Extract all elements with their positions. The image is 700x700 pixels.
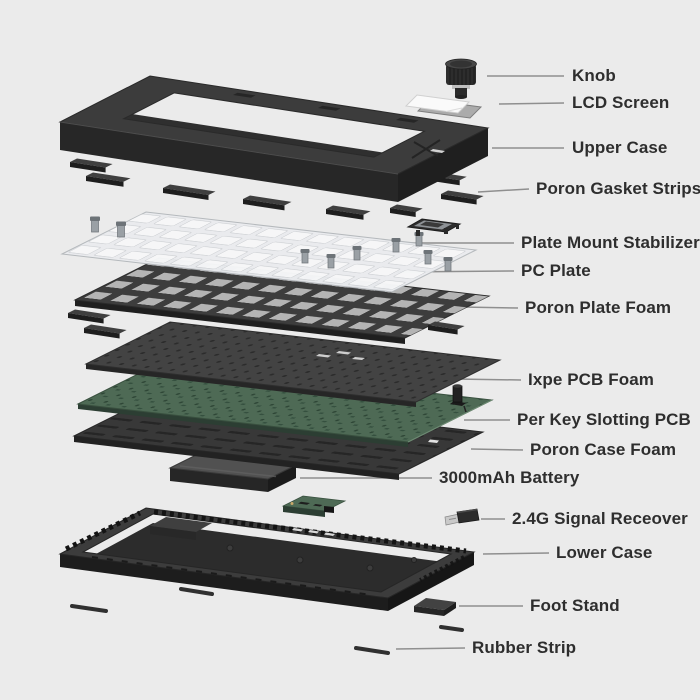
label-lower-case: Lower Case [556, 543, 653, 562]
battery-graphic [168, 453, 298, 492]
label-per-key-slotting-pcb: Per Key Slotting PCB [517, 410, 691, 429]
plate-mount-stabilizer-graphic [406, 218, 462, 236]
label-battery: 3000mAh Battery [439, 468, 580, 487]
poron-gasket-strips-graphic [70, 158, 484, 220]
ixpe-pcb-foam-graphic [84, 321, 502, 407]
label-poron-gasket-strips: Poron Gasket Strips [536, 179, 700, 198]
leader-lower-case [482, 552, 550, 555]
lcd-screen-graphic [404, 94, 483, 119]
leader-poron-plate-foam [460, 306, 519, 309]
per-key-slotting-pcb-graphic [76, 361, 494, 447]
encoder-graphic [450, 384, 467, 413]
daughterboard-pcb-graphic [281, 495, 347, 517]
label-plate-mount-stabilizer: Plate Mount Stabilizer [521, 233, 700, 252]
upper-case-graphic [58, 75, 490, 202]
usb-receiver-graphic [444, 508, 480, 526]
leader-rubber-strip [395, 647, 466, 650]
leader-poron-case-foam [470, 448, 524, 451]
label-receiver: 2.4G Signal Receover [512, 509, 688, 528]
label-knob: Knob [572, 66, 616, 85]
label-pc-plate: PC Plate [521, 261, 591, 280]
label-upper-case: Upper Case [572, 138, 668, 157]
poron-gasket-strips-lower-graphic [68, 309, 465, 339]
label-ixpe-pcb-foam: Ixpe PCB Foam [528, 370, 654, 389]
label-lcd-screen: LCD Screen [572, 93, 670, 112]
leader-poron-gasket-strips [477, 188, 530, 193]
label-poron-case-foam: Poron Case Foam [530, 440, 677, 459]
label-foot-stand: Foot Stand [530, 596, 620, 615]
rubber-strip-graphic [70, 587, 464, 655]
lower-case-graphic [58, 507, 476, 611]
leader-ixpe-pcb-foam [454, 378, 522, 381]
label-rubber-strip: Rubber Strip [472, 638, 577, 657]
pc-plate-graphic [60, 211, 478, 293]
label-poron-plate-foam: Poron Plate Foam [525, 298, 672, 317]
poron-plate-foam-graphic [73, 257, 491, 344]
knob-graphic [445, 58, 477, 99]
leader-lcd-screen [498, 102, 565, 105]
